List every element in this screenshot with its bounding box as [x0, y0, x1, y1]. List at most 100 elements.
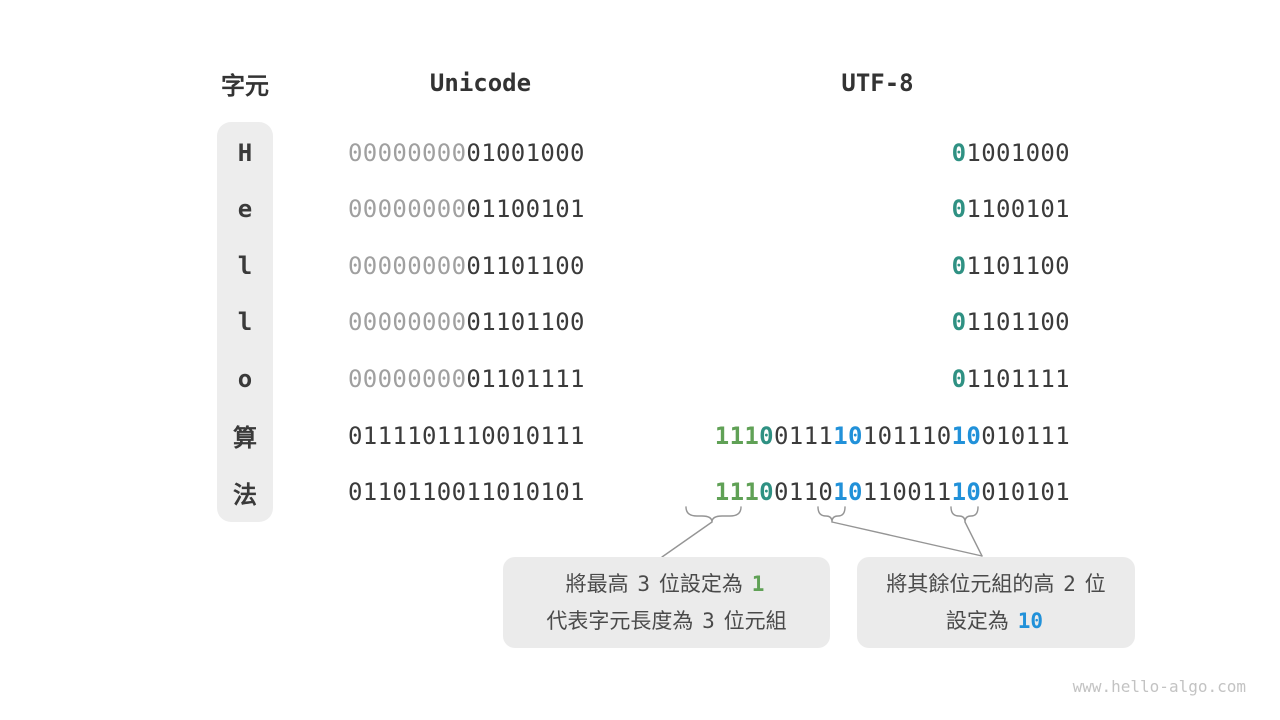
bits-blue: 10	[833, 421, 863, 450]
utf8-byte-2: 10101110	[833, 422, 951, 450]
bits-dark: 101110	[862, 421, 952, 450]
character-cell: 算	[233, 424, 257, 452]
character-cell: o	[237, 364, 253, 393]
utf8-byte-1: 01101100	[952, 252, 1070, 280]
bits-teal: 0	[951, 138, 967, 167]
bits-dark: 01101111	[466, 364, 585, 393]
utf8-byte-1: 11100111	[715, 422, 833, 450]
bits-dark: 11010101	[466, 478, 585, 507]
connector-high-bits-to-note	[661, 521, 713, 558]
bits-dark: 1101100	[966, 308, 1070, 337]
connector-continuation-1-to-note	[831, 521, 983, 557]
note-seg-text: 將其餘位元組的高	[886, 572, 1061, 596]
utf8-byte-1: 01101111	[952, 365, 1070, 393]
column-header-unicode: Unicode	[429, 69, 532, 97]
utf8-cell: 01001000	[952, 124, 1070, 181]
unicode-cell: 00000000 01101100	[348, 237, 585, 294]
utf8-byte-1: 01100101	[952, 195, 1070, 223]
note-seg-text: 將最高	[565, 572, 635, 596]
note-line-2: 設定為 10	[946, 603, 1046, 640]
bits-dark: 01100101	[466, 195, 585, 224]
utf8-cell: 01101111	[952, 350, 1070, 407]
bits-dark: 110011	[862, 478, 952, 507]
bits-dark: 0111	[773, 421, 834, 450]
bits-blue: 10	[833, 478, 863, 507]
note-seg-text: 位元組	[717, 609, 787, 633]
character-cell: H	[237, 138, 253, 167]
bits-teal: 0	[951, 195, 967, 224]
bits-dark: 01101100	[348, 478, 467, 507]
bits-teal: 0	[759, 421, 774, 450]
bits-dark: 1001000	[966, 138, 1070, 167]
utf8-byte-1: 01101100	[952, 308, 1070, 336]
bits-dark: 010111	[981, 421, 1070, 450]
unicode-cell: 01101100 11010101	[348, 464, 585, 521]
note-line-1: 將其餘位元組的高 2 位	[886, 566, 1105, 603]
utf8-cell: 11100110 10110011 10010101	[715, 464, 1070, 521]
utf8-byte-1: 11100110	[715, 478, 833, 506]
bits-dark: 01001000	[466, 138, 585, 167]
note-line-2: 代表字元長度為 3 位元組	[546, 603, 786, 640]
bits-dark: 01101100	[466, 308, 585, 337]
bits-blue: 10	[951, 478, 982, 507]
unicode-cell: 00000000 01100101	[348, 181, 585, 238]
bits-dark: 010101	[981, 478, 1070, 507]
character-cell: 法	[233, 480, 257, 509]
bits-dark: 1100101	[966, 195, 1070, 224]
unicode-cell: 00000000 01101100	[348, 294, 585, 351]
utf8-byte-3: 10010111	[952, 422, 1070, 450]
unicode-cell: 00000000 01101111	[348, 350, 585, 407]
bits-gray: 00000000	[348, 138, 467, 167]
bits-gray: 00000000	[348, 251, 467, 280]
bits-dark: 01111011	[348, 421, 467, 450]
utf8-cell: 01100101	[952, 181, 1070, 238]
utf8-cell: 11100111 10101110 10010111	[715, 407, 1070, 464]
utf8-byte-3: 10010101	[952, 478, 1070, 506]
note-seg-text: 位	[1078, 572, 1106, 596]
utf8-byte-2: 10110011	[833, 478, 951, 506]
note-seg-text: 代表字元長度為	[546, 609, 700, 633]
character-cell: l	[237, 251, 253, 280]
bits-dark: 10010111	[466, 421, 585, 450]
note-continuation-bits: 將其餘位元組的高 2 位設定為 10	[857, 557, 1135, 648]
bits-green: 111	[714, 421, 760, 450]
bits-teal: 0	[951, 364, 967, 393]
character-column-background	[217, 122, 273, 522]
bits-gray: 00000000	[348, 364, 467, 393]
note-seg-num: 2	[1063, 571, 1076, 596]
column-header-char: 字元	[221, 72, 269, 100]
unicode-cell: 01111011 10010111	[348, 407, 585, 464]
note-line-1: 將最高 3 位設定為 1	[566, 566, 768, 603]
bits-dark: 1101100	[966, 251, 1070, 280]
bits-gray: 00000000	[348, 195, 467, 224]
utf8-byte-1: 01001000	[952, 139, 1070, 167]
character-cell: e	[237, 195, 253, 224]
bits-teal: 0	[759, 478, 774, 507]
column-header-utf8: UTF-8	[841, 69, 914, 97]
note-seg-text: 位設定為	[653, 572, 749, 596]
bits-teal: 0	[951, 251, 967, 280]
bits-gray: 00000000	[348, 308, 467, 337]
note-seg-num: 3	[637, 571, 651, 596]
bits-teal: 0	[951, 308, 967, 337]
note-seg-num: 3	[702, 608, 715, 633]
bits-green: 111	[714, 478, 760, 507]
note-seg-text: 設定為	[945, 609, 1015, 633]
utf8-cell: 01101100	[952, 294, 1070, 351]
watermark: www.hello-algo.com	[1072, 677, 1246, 696]
bits-dark: 1101111	[966, 364, 1070, 393]
bits-dark: 01101100	[466, 251, 585, 280]
note-seg-blue: 10	[1017, 608, 1044, 633]
bits-dark: 0110	[773, 478, 834, 507]
unicode-cell: 00000000 01001000	[348, 124, 585, 181]
character-cell: l	[237, 308, 253, 337]
